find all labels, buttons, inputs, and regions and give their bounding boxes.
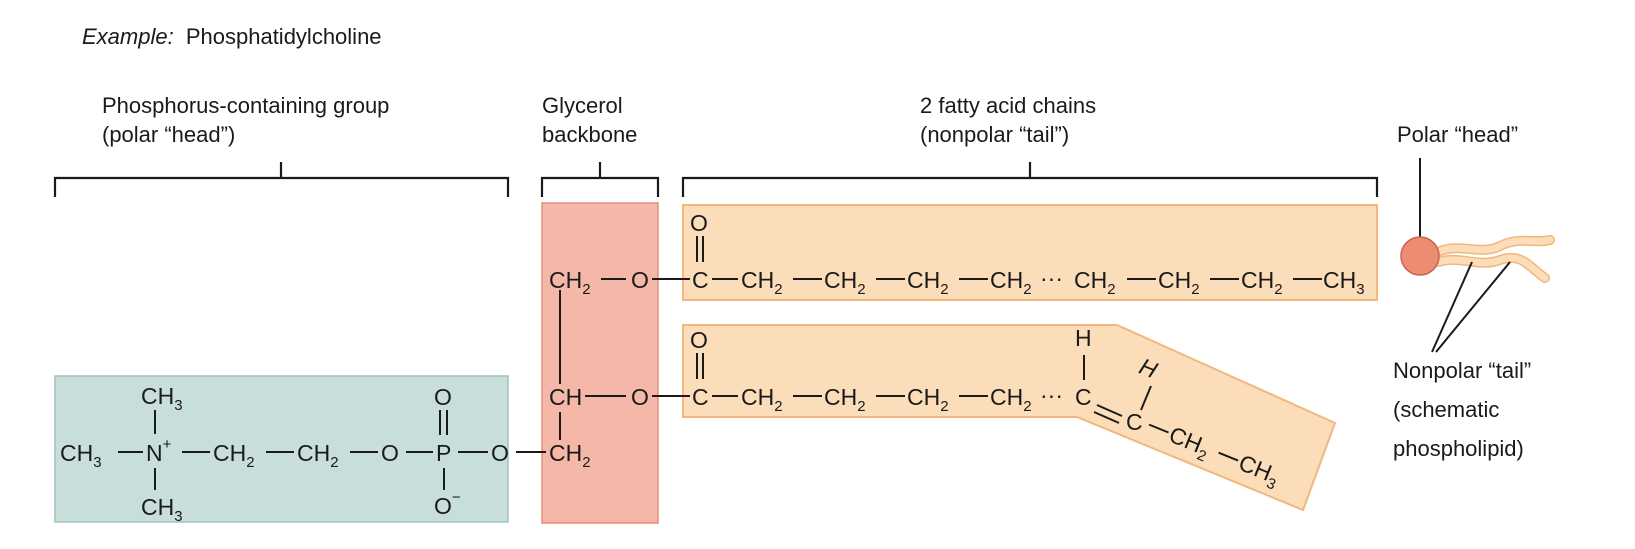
carbonyl-carbon-1: C xyxy=(692,267,709,293)
methyl-top: CH3 xyxy=(141,383,183,414)
chain1-ch2-f: CH2 xyxy=(1158,267,1200,298)
bridging-oxygen-1: O xyxy=(381,440,399,466)
fatty-acid-label: 2 fatty acid chains xyxy=(920,93,1096,118)
phosphorus-group-sublabel: (polar “head”) xyxy=(102,122,235,147)
ch2-glycerol-bottom: CH2 xyxy=(549,440,591,471)
chain2-ch2-a: CH2 xyxy=(741,384,783,415)
fatty-acid-bracket xyxy=(681,162,1379,197)
ester-oxygen-1: O xyxy=(631,267,649,293)
double-bond-co-2 xyxy=(696,353,704,379)
schematic-tail-2 xyxy=(1434,254,1549,282)
fatty-acid-sublabel: (nonpolar “tail”) xyxy=(920,122,1069,147)
schematic-polar-head xyxy=(1400,236,1440,276)
alkene-hydrogen-1: H xyxy=(1075,325,1092,351)
example-title: Example: Phosphatidylcholine xyxy=(82,24,382,49)
alkene-carbon-1: C xyxy=(1075,384,1092,410)
chain1-ch2-b: CH2 xyxy=(824,267,866,298)
chain1-ch2-d: CH2 xyxy=(990,267,1032,298)
nonpolar-tail-sublabel-2: phospholipid) xyxy=(1393,436,1524,461)
glycerol-sublabel: backbone xyxy=(542,122,637,147)
head-group-box xyxy=(54,375,509,523)
chain2-ch2-c: CH2 xyxy=(907,384,949,415)
fatty-chain-1: CH2 O C O CH2 CH2 CH2 CH2 ··· CH2 CH2 CH… xyxy=(549,210,1365,298)
choline-ch2-b: CH2 xyxy=(297,440,339,471)
choline-ch2-a: CH2 xyxy=(213,440,255,471)
double-bond-po xyxy=(439,410,448,435)
bridging-oxygen-2: O xyxy=(491,440,509,466)
double-bond-co-1 xyxy=(696,236,704,262)
phosphate-anion-oxygen: O− xyxy=(434,489,461,519)
glycerol-bracket xyxy=(540,162,660,197)
ch2-glycerol-top: CH2 xyxy=(549,267,591,298)
schematic-phospholipid xyxy=(1400,158,1555,353)
carbonyl-carbon-2: C xyxy=(692,384,709,410)
example-prefix: Example: xyxy=(82,24,174,49)
carbonyl-oxygen-1: O xyxy=(690,210,708,236)
glycerol-box xyxy=(541,202,659,524)
phosphorus-group-label: Phosphorus-containing group xyxy=(102,93,389,118)
methyl-left: CH3 xyxy=(60,440,102,471)
quaternary-nitrogen: N+ xyxy=(146,436,172,466)
schematic-tail-1 xyxy=(1434,236,1554,256)
chain2-ellipsis: ··· xyxy=(1040,382,1063,408)
fatty-chain-1-box xyxy=(682,204,1378,301)
chain1-ch3-terminal: CH3 xyxy=(1323,267,1365,298)
chain2-ch2-b: CH2 xyxy=(824,384,866,415)
glycerol-label: Glycerol xyxy=(542,93,623,118)
phosphoryl-oxygen: O xyxy=(434,384,452,410)
chain1-ch2-e: CH2 xyxy=(1074,267,1116,298)
ester-oxygen-2: O xyxy=(631,384,649,410)
schematic-tails xyxy=(1433,235,1555,283)
example-molecule-name: Phosphatidylcholine xyxy=(186,24,382,49)
nonpolar-tail-pointers xyxy=(1431,261,1511,353)
cis-double-bond xyxy=(1093,404,1123,424)
nonpolar-tail-label: Nonpolar “tail” xyxy=(1393,358,1531,383)
chain1-ch2-a: CH2 xyxy=(741,267,783,298)
fatty-chain-2: CH O C O CH2 CH2 CH2 CH2 ··· C H C H CH2… xyxy=(549,325,1278,494)
chain1-ch2-c: CH2 xyxy=(907,267,949,298)
phosphorus-group-bracket xyxy=(53,162,510,197)
choline-phosphate-group: CH2 O P O O− O CH2 CH2 N+ CH3 CH3 CH3 xyxy=(60,383,591,525)
ch-glycerol-middle: CH xyxy=(549,384,582,410)
carbonyl-oxygen-2: O xyxy=(690,327,708,353)
chain1-ch2-g: CH2 xyxy=(1241,267,1283,298)
chain2-ch2-d: CH2 xyxy=(990,384,1032,415)
methyl-bottom: CH3 xyxy=(141,494,183,525)
chain1-ellipsis: ··· xyxy=(1040,265,1063,291)
alkene-carbon-2: C xyxy=(1126,409,1143,435)
nonpolar-tail-sublabel-1: (schematic xyxy=(1393,397,1499,422)
polar-head-label: Polar “head” xyxy=(1397,122,1518,147)
phosphorus-atom: P xyxy=(436,440,451,466)
fatty-chain-2-box xyxy=(682,324,1337,512)
